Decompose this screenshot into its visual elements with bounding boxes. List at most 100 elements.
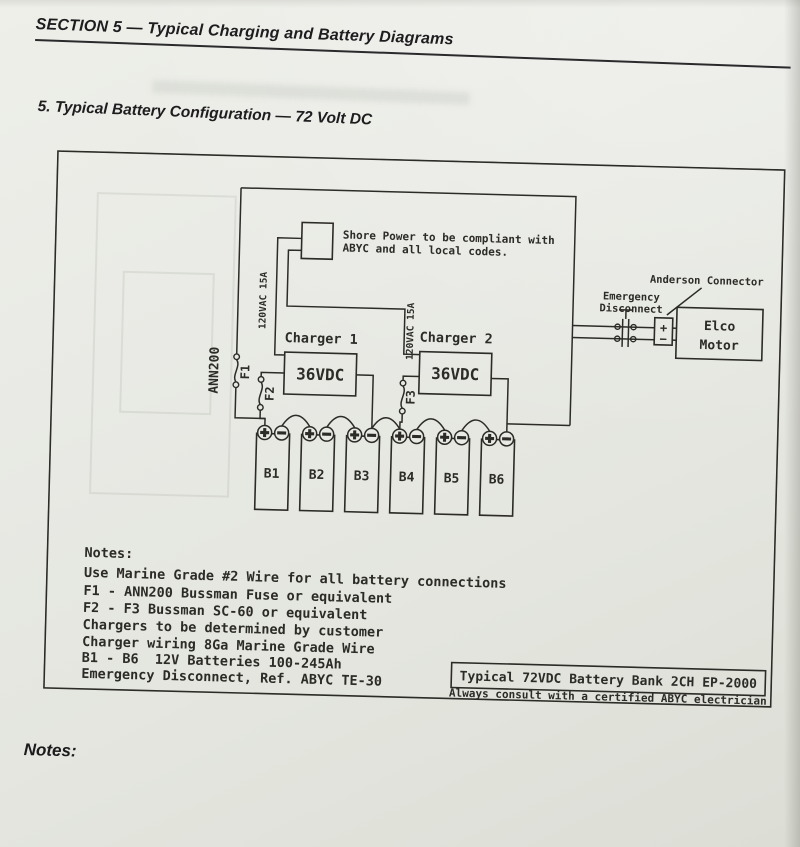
charger-1-label: Charger 1 xyxy=(284,330,358,348)
switch-contact-icon xyxy=(630,323,637,331)
wiring xyxy=(234,187,677,432)
note-line: Emergency Disconnect, Ref. ABYC TE-30 xyxy=(81,666,382,690)
wire-f1-top xyxy=(235,187,242,354)
ac-rating-label-2: 120VAC 15A xyxy=(405,302,418,360)
plus-icon xyxy=(305,429,315,439)
showthrough-ghost-rect xyxy=(89,192,237,498)
fuse-terminal-icon xyxy=(399,379,407,387)
fuse-terminal-icon xyxy=(257,375,265,383)
fuse-f1-icon xyxy=(232,353,241,389)
fuse-element-icon xyxy=(400,385,405,409)
wire-shore-to-charger1 xyxy=(273,237,302,356)
fuse-ann200-label: ANN200 xyxy=(207,346,223,394)
switch-contact-icon xyxy=(629,335,637,343)
page-showthrough-ghost xyxy=(151,79,471,106)
photo-edge-shadow xyxy=(784,0,800,847)
notes-title: Notes: xyxy=(84,545,133,562)
motor-box xyxy=(674,306,764,362)
charger-1-box xyxy=(282,351,358,397)
fuse-terminal-icon xyxy=(398,407,406,415)
fuse-element-icon xyxy=(258,381,264,406)
shore-power-box xyxy=(300,221,334,261)
switch-handle-icon xyxy=(618,309,634,319)
wire-jumper-b4-b5 xyxy=(416,418,446,431)
footer-notes-label: Notes: xyxy=(23,740,77,761)
battery-b2-label: B2 xyxy=(309,468,325,483)
connector-plus-label: + xyxy=(660,321,668,335)
note-line: B1 - B6 12V Batteries 100-245Ah xyxy=(82,650,342,673)
wire-f3-to-b4 xyxy=(399,414,403,430)
emergency-disconnect-label-line1: Emergency xyxy=(603,290,661,304)
wire-jumper-b5-b6 xyxy=(461,419,491,432)
battery-b5-box xyxy=(433,437,471,516)
photo-edge-shadow xyxy=(0,0,800,8)
switch-blades-icon xyxy=(621,318,630,348)
wire-jumper-b3-b4 xyxy=(371,416,401,430)
plus-icon xyxy=(350,430,360,440)
diagram-notes: Notes: Use Marine Grade #2 Wire for all … xyxy=(81,545,507,690)
wire-jumper-b2-b3 xyxy=(326,415,356,429)
plus-icon xyxy=(395,431,405,441)
battery-b2-box xyxy=(298,433,336,513)
showthrough-ghost-rect xyxy=(119,270,215,416)
section-header: SECTION 5 — Typical Charging and Battery… xyxy=(35,16,791,69)
charger-1-voltage: 36VDC xyxy=(296,364,345,384)
switch-contact-icon xyxy=(613,335,621,343)
note-line: F2 - F3 Bussman SC-60 or equivalent xyxy=(83,600,368,623)
wire-charger2-to-f3 xyxy=(402,375,420,381)
wire-disconnect-lower xyxy=(572,336,655,341)
wiring-diagram: Shore Power to be compliant with ABYC an… xyxy=(43,150,786,709)
subsection-title: 5. Typical Battery Configuration — 72 Vo… xyxy=(37,98,373,129)
battery-terminals xyxy=(256,424,515,447)
fuse-element-icon xyxy=(233,359,239,383)
wire-dc-negative-run xyxy=(506,423,570,427)
shore-power-note-line1: Shore Power to be compliant with xyxy=(343,229,555,248)
wire-shore-to-charger2 xyxy=(286,249,420,356)
switch-contact-icon xyxy=(614,323,621,331)
fuse-terminal-icon xyxy=(232,381,240,389)
battery-b3-box xyxy=(343,434,381,514)
battery-b6-box xyxy=(478,438,516,517)
motor-label-line2: Motor xyxy=(699,338,739,354)
fuse-f3-label: F3 xyxy=(403,390,417,405)
wire-f2-to-b1 xyxy=(259,410,266,420)
plus-icon xyxy=(485,433,495,443)
note-line: Charger wiring 8Ga Marine Grade Wire xyxy=(82,634,375,658)
fuse-terminal-icon xyxy=(233,353,241,361)
emergency-disconnect-label-line2: Disconnect xyxy=(599,302,663,316)
charger-2: Charger 2 36VDC xyxy=(417,330,493,397)
anderson-connector: + − xyxy=(653,316,674,346)
shore-power-note-line2: ABYC and all local codes. xyxy=(342,242,508,259)
plus-icon xyxy=(260,427,270,438)
motor-label-line1: Elco xyxy=(704,319,736,335)
fuse-terminal-icon xyxy=(256,403,264,411)
anderson-connector-label: Anderson Connector xyxy=(650,274,764,289)
ac-rating-label-1: 120VAC 15A xyxy=(257,271,270,329)
note-line: Chargers to be determined by customer xyxy=(82,617,383,641)
plus-icon xyxy=(440,432,450,442)
fuse-f2-icon xyxy=(256,375,265,411)
anderson-connector-leader-line xyxy=(666,287,703,316)
battery-bank: B1 B2 B3 B4 B5 B6 xyxy=(253,424,516,517)
diagram-border xyxy=(43,150,786,708)
elco-motor: Elco Motor xyxy=(674,306,764,362)
battery-b3-label: B3 xyxy=(354,469,370,484)
charger-2-box xyxy=(417,350,493,397)
wire-charger2-out xyxy=(491,377,509,432)
charger-2-label: Charger 2 xyxy=(419,330,493,348)
fuse-f2-label: F2 xyxy=(263,386,277,401)
wire-f1-to-b1 xyxy=(234,387,266,426)
battery-b1-box xyxy=(253,432,291,511)
battery-b4-box xyxy=(388,436,426,515)
charger-1: Charger 1 36VDC xyxy=(282,330,358,397)
fuse-f1-label: F1 xyxy=(238,365,252,380)
fuse-f3-icon xyxy=(398,379,407,415)
wire-charger1-to-f2 xyxy=(260,371,285,377)
wire-disconnect-upper xyxy=(572,324,655,329)
battery-b6-label: B6 xyxy=(488,472,504,487)
charger-2-voltage: 36VDC xyxy=(431,364,480,384)
battery-b4-label: B4 xyxy=(399,470,415,485)
anderson-connector-box xyxy=(653,316,674,346)
emergency-disconnect-switch xyxy=(613,309,637,348)
wire-charger1-out xyxy=(356,374,374,429)
